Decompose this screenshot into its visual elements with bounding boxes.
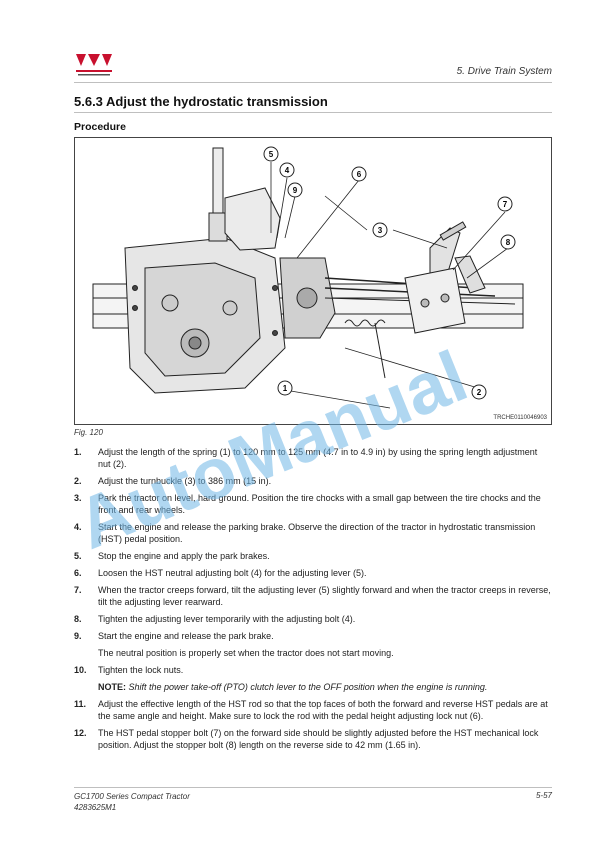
step-number: 1. <box>74 447 82 457</box>
callout-5: 5 <box>263 146 279 162</box>
step-4: 4. Start the engine and release the parki… <box>74 521 552 545</box>
figure-code: TRCHE0110046903 <box>493 415 547 421</box>
step-number: 7. <box>74 585 82 595</box>
page-header: 5. Drive Train System <box>74 52 552 82</box>
callout-6-label: 6 <box>357 170 362 179</box>
callout-6: 6 <box>351 166 367 182</box>
step-number: 12. <box>74 728 87 738</box>
procedure-heading: Procedure <box>74 121 126 133</box>
step-text: Loosen the HST neutral adjusting bolt (4… <box>98 568 367 578</box>
callout-1: 1 <box>277 380 293 396</box>
callout-3-label: 3 <box>378 226 383 235</box>
step-2: 2. Adjust the turnbuckle (3) to 386 mm (1… <box>74 475 552 487</box>
step-5: 5. Stop the engine and apply the park bra… <box>74 550 552 562</box>
callout-5-label: 5 <box>269 150 274 159</box>
step-number: 3. <box>74 493 82 503</box>
callout-9: 9 <box>287 182 303 198</box>
step-10: 10. Tighten the lock nuts. <box>74 664 552 676</box>
callout-2-label: 2 <box>477 388 482 397</box>
massey-ferguson-logo-icon <box>76 54 112 76</box>
step-number: 2. <box>74 476 82 486</box>
step-12: 12. The HST pedal stopper bolt (7) on the… <box>74 727 552 751</box>
callout-3: 3 <box>372 222 388 238</box>
step-8: 8. Tighten the adjusting lever temporaril… <box>74 613 552 625</box>
callout-8-label: 8 <box>506 238 511 247</box>
transmission-figure: 5 4 9 6 7 3 8 1 2 TRCHE0110046903 <box>74 137 552 425</box>
section-rule <box>74 112 552 113</box>
step-text: Tighten the lock nuts. <box>98 665 184 675</box>
note-block: NOTE: Shift the power take-off (PTO) clu… <box>74 681 552 693</box>
step-1: 1. Adjust the length of the spring (1) to… <box>74 446 552 470</box>
callout-4: 4 <box>279 162 295 178</box>
page-number: 5-57 <box>535 791 552 800</box>
note-label: NOTE: <box>98 682 126 692</box>
step-7: 7. When the tractor creeps forward, tilt … <box>74 584 552 608</box>
callout-7: 7 <box>497 196 513 212</box>
procedure-steps: 1. Adjust the length of the spring (1) to… <box>74 446 552 756</box>
step-9-result: The neutral position is properly set whe… <box>98 648 394 658</box>
step-number: 6. <box>74 568 82 578</box>
figure-caption: Fig. 120 <box>74 428 103 437</box>
section-title: 5.6.3 Adjust the hydrostatic transmissio… <box>74 94 328 109</box>
step-text: Adjust the length of the spring (1) to 1… <box>98 447 538 469</box>
note-text: Shift the power take-off (PTO) clutch le… <box>128 682 488 692</box>
callout-1-label: 1 <box>283 384 288 393</box>
step-number: 5. <box>74 551 82 561</box>
footer-part-number: 4283625M1 <box>74 803 117 812</box>
step-text: The HST pedal stopper bolt (7) on the fo… <box>98 728 539 750</box>
callout-9-label: 9 <box>293 186 298 195</box>
step-3: 3. Park the tractor on level, hard ground… <box>74 492 552 516</box>
callout-7-label: 7 <box>503 200 508 209</box>
step-text: Tighten the adjusting lever temporarily … <box>98 614 356 624</box>
step-number: 11. <box>74 699 87 709</box>
footer-model: GC1700 Series Compact Tractor <box>74 792 190 801</box>
step-6: 6. Loosen the HST neutral adjusting bolt … <box>74 567 552 579</box>
callout-2: 2 <box>471 384 487 400</box>
step-number: 8. <box>74 614 82 624</box>
transmission-drawing: 5 4 9 6 7 3 8 1 2 <box>92 146 524 409</box>
step-9: 9. Start the engine and release the park … <box>74 630 552 642</box>
step-text: When the tractor creeps forward, tilt th… <box>98 585 551 607</box>
step-text: Adjust the effective length of the HST r… <box>98 699 548 721</box>
footer-rule <box>74 787 552 788</box>
callout-4-label: 4 <box>285 166 290 175</box>
step-11: 11. Adjust the effective length of the HS… <box>74 698 552 722</box>
step-text: Adjust the turnbuckle (3) to 386 mm (15 … <box>98 476 272 486</box>
step-text: Stop the engine and apply the park brake… <box>98 551 270 561</box>
callout-8: 8 <box>500 234 516 250</box>
header-rule <box>74 82 552 83</box>
step-number: 9. <box>74 631 82 641</box>
step-number: 10. <box>74 665 87 675</box>
step-number: 4. <box>74 522 82 532</box>
footer-info: GC1700 Series Compact Tractor 4283625M1 <box>74 791 190 813</box>
step-text: Start the engine and release the parking… <box>98 522 536 544</box>
step-text: Start the engine and release the park br… <box>98 631 274 641</box>
step-text: Park the tractor on level, hard ground. … <box>98 493 541 515</box>
chapter-title: 5. Drive Train System <box>456 66 552 77</box>
